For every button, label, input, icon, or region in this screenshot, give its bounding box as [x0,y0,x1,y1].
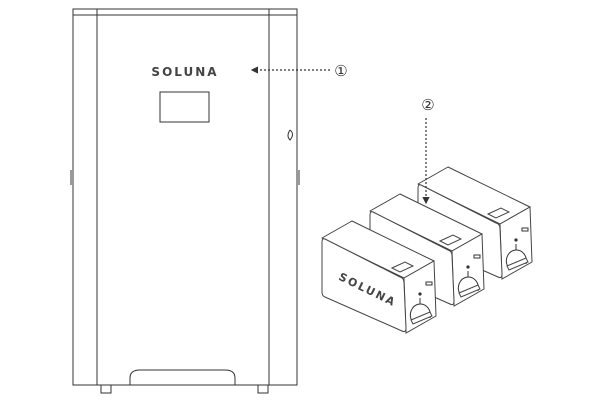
cabinet-foot-left [100,384,112,394]
indicator-light-icon [466,265,470,269]
indicator-light-icon [418,292,422,296]
cabinet: SOLUNA [70,8,300,394]
cabinet-logo: SOLUNA [151,65,218,79]
indicator-light-icon [514,238,518,242]
module-side-handle [410,311,433,325]
module-top-handle [438,234,463,246]
battery-modules: SOLUNA [321,166,533,334]
cabinet-foot-right [257,384,269,394]
module-front-face [321,238,407,333]
cabinet-base-cutout [129,369,236,385]
cabinet-outline [72,8,298,386]
callout-2-label: ② [421,96,434,114]
module-top-handle [486,207,511,219]
cable-gland-icon [287,129,293,141]
module-side-handle [458,284,481,298]
module-side-handle [506,257,529,271]
module-top-handle [390,261,415,273]
callout-1-label: ① [334,62,347,80]
display-screen [159,91,210,123]
battery-module-1: SOLUNA [321,220,437,334]
